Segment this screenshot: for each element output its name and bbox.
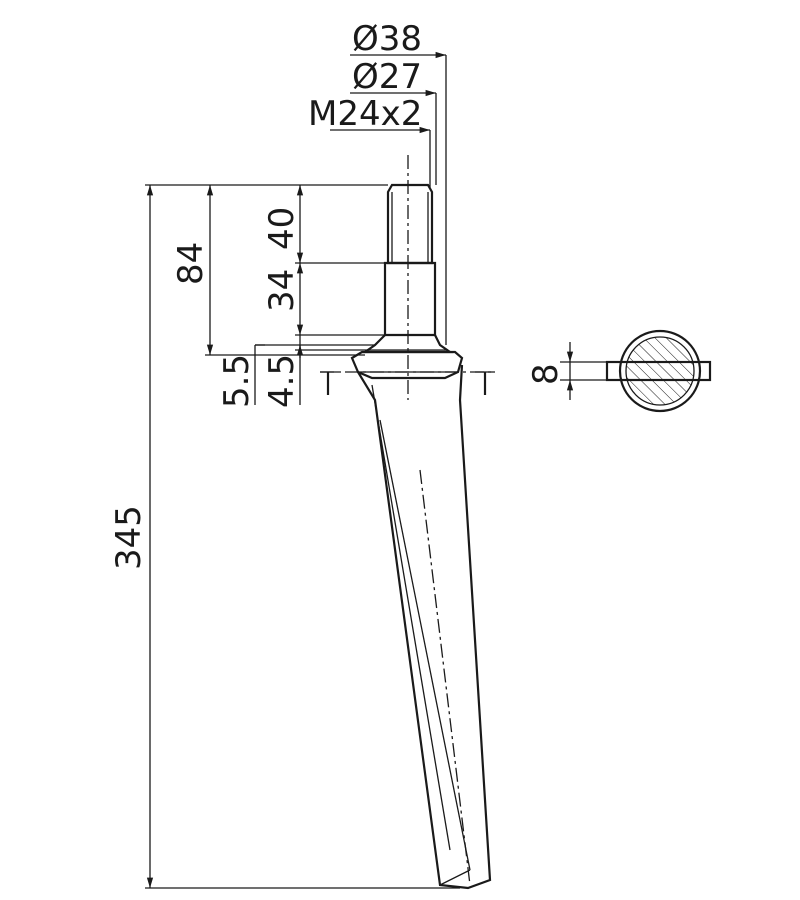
diameter-27-callout: Ø27 bbox=[350, 57, 437, 185]
dimension-5-5: 5.5 bbox=[217, 344, 265, 408]
dimension-345: 345 bbox=[109, 185, 154, 888]
centerline-blade bbox=[419, 469, 471, 886]
label-4-5: 4.5 bbox=[262, 354, 302, 408]
dimension-84: 84 bbox=[171, 185, 214, 355]
dimension-4-5: 4.5 bbox=[262, 335, 304, 408]
dimension-40: 40 bbox=[262, 185, 304, 263]
tine-blade bbox=[357, 364, 492, 890]
label-345: 345 bbox=[109, 505, 149, 570]
label-84: 84 bbox=[171, 242, 211, 285]
collar bbox=[350, 350, 464, 380]
label-8: 8 bbox=[526, 363, 566, 385]
threaded-stud bbox=[361, 183, 454, 354]
thread-callout: M24x2 bbox=[308, 94, 431, 188]
cross-section: 8 bbox=[526, 329, 712, 413]
extension-lines bbox=[145, 184, 460, 889]
dimension-34: 34 bbox=[262, 263, 304, 335]
label-thread: M24x2 bbox=[308, 94, 422, 134]
label-diameter-38: Ø38 bbox=[352, 19, 422, 59]
label-diameter-27: Ø27 bbox=[352, 57, 422, 97]
label-40: 40 bbox=[262, 207, 302, 250]
diameter-38-callout: Ø38 bbox=[350, 19, 447, 345]
section-markers bbox=[320, 371, 495, 395]
label-34: 34 bbox=[262, 269, 302, 312]
label-5-5: 5.5 bbox=[217, 354, 257, 408]
